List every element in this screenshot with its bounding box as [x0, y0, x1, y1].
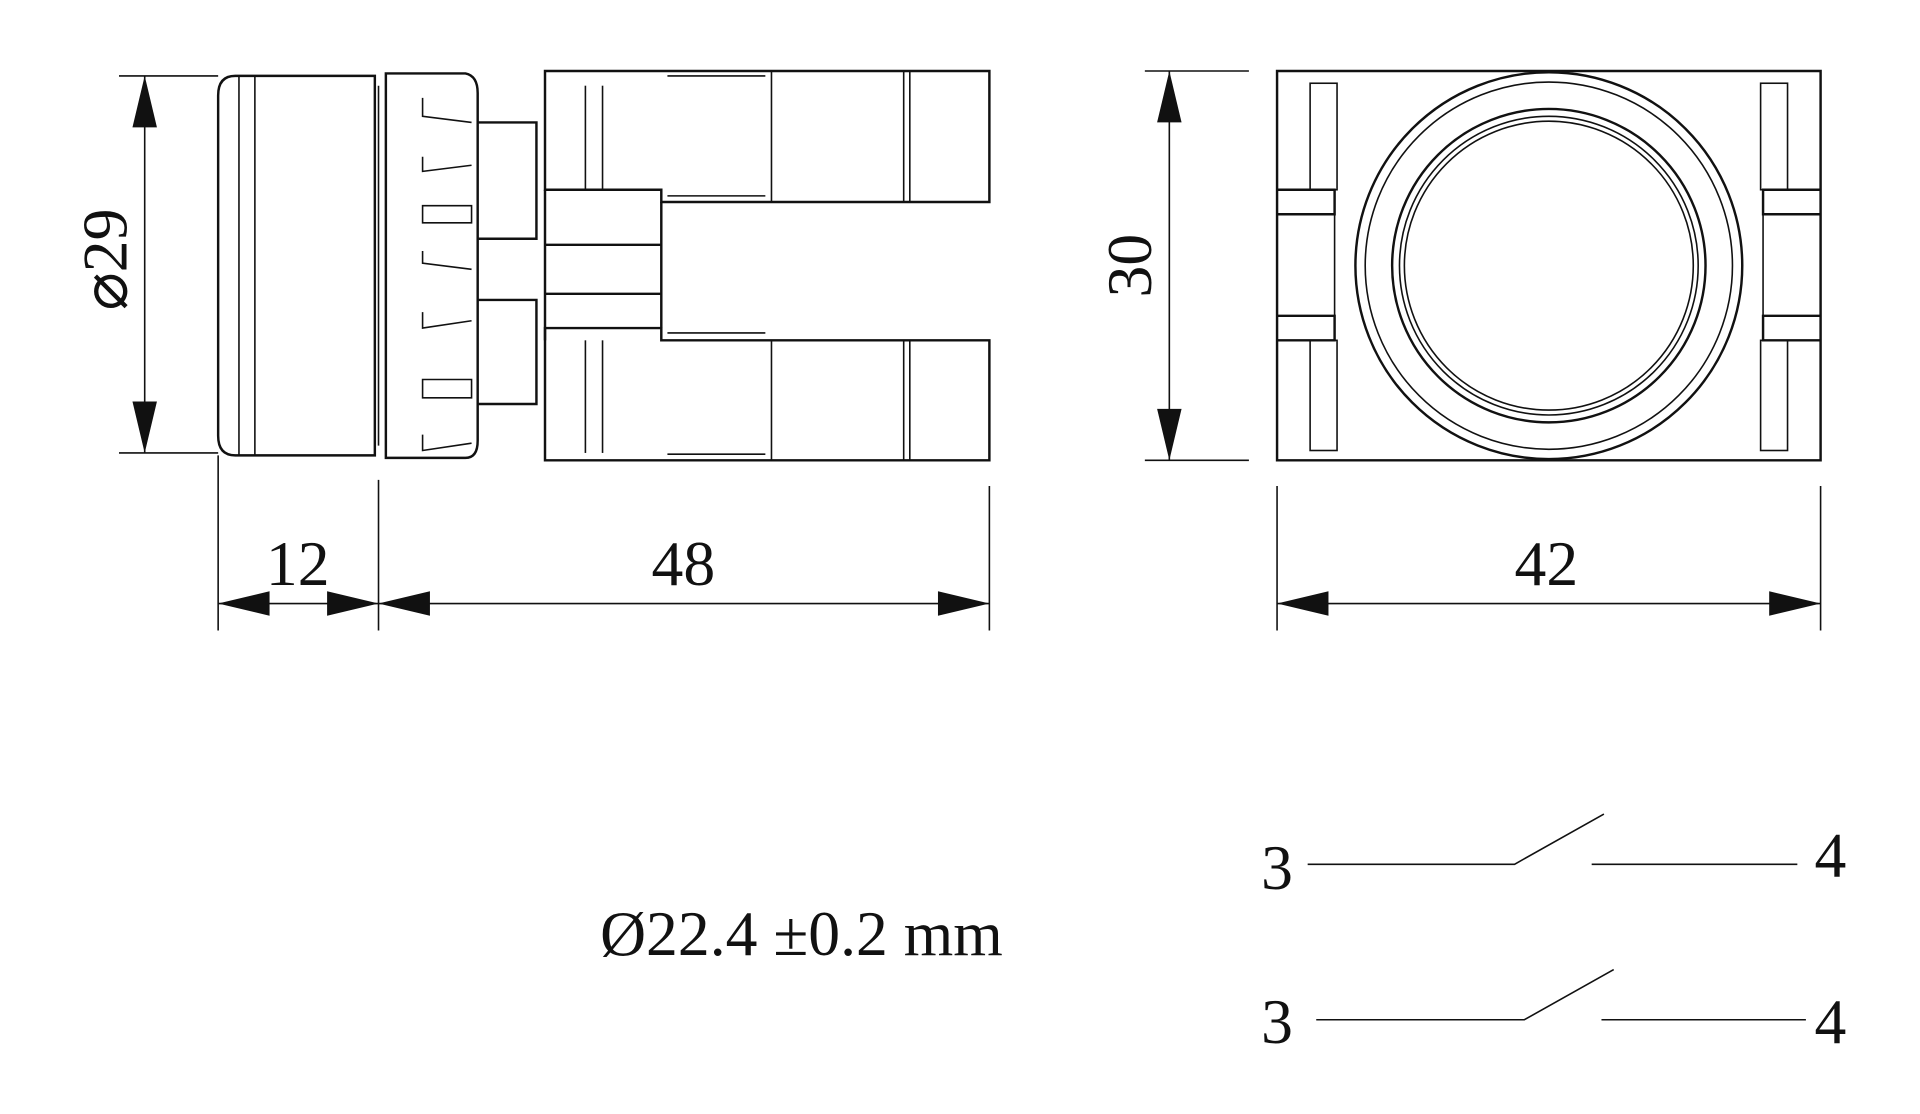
- dimension-cap-depth: 12: [266, 528, 330, 599]
- dimension-lines: ⌀29 30 12 48 42: [69, 70, 1822, 631]
- terminal-out: 4: [1814, 820, 1846, 891]
- bushing: [477, 121, 538, 406]
- dimension-diameter: ⌀29: [69, 209, 140, 311]
- cap: [216, 74, 377, 457]
- contact-symbol-1: 3 4: [1261, 813, 1846, 903]
- bezel: [384, 72, 479, 460]
- mounting-hole-spec: Ø22.4 ±0.2 mm: [600, 898, 1003, 969]
- contact-block-middle: [543, 189, 663, 341]
- dimension-body-length: 48: [652, 528, 716, 599]
- dimension-width: 42: [1515, 528, 1579, 599]
- contact-block-top: [543, 69, 991, 204]
- contact-symbol-2: 3 4: [1261, 968, 1846, 1057]
- terminal-out: 4: [1814, 986, 1846, 1057]
- terminal-in: 3: [1261, 986, 1293, 1057]
- dimension-height: 30: [1094, 234, 1165, 298]
- front-view: [1275, 69, 1822, 462]
- side-view: [216, 69, 991, 462]
- contact-block-bottom: [543, 326, 991, 462]
- bezel-teeth: [421, 97, 473, 452]
- terminal-in: 3: [1261, 832, 1293, 903]
- bezel-outer-ring: [1354, 71, 1744, 461]
